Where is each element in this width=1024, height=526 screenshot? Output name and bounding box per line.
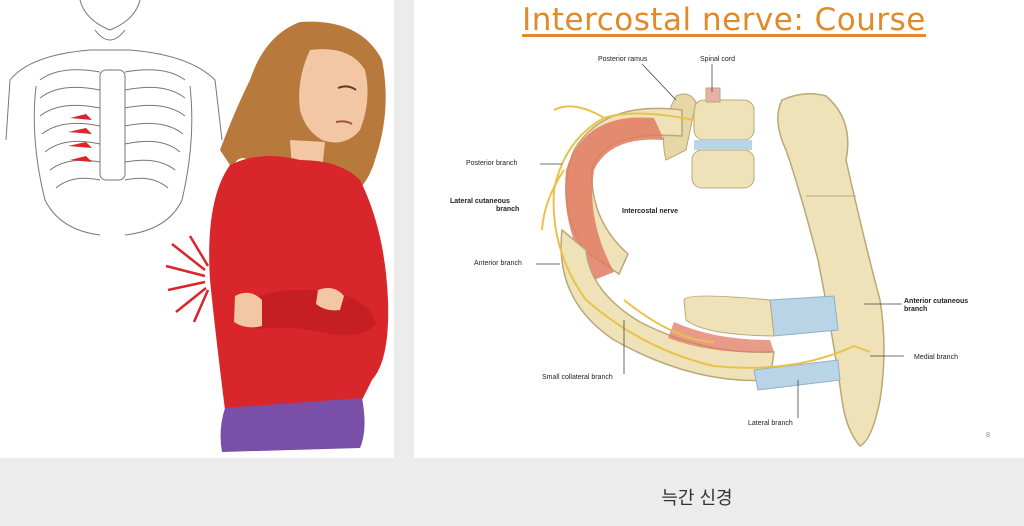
- label-posterior-branch: Posterior branch: [466, 160, 518, 167]
- intercostal-diagram: [536, 63, 904, 447]
- costal-cartilage: [769, 295, 839, 337]
- anatomy-slide: Intercostal nerve: Course Posterior ramu…: [414, 0, 1024, 458]
- purple-pants: [220, 398, 365, 452]
- label-lateral-branch: Lateral branch: [748, 420, 793, 427]
- label-leaders: [536, 63, 904, 418]
- red-shirt: [209, 156, 389, 410]
- label-posterior-ramus: Posterior ramus: [598, 56, 648, 63]
- label-anterior-cutaneous-1: Anterior cutaneous: [904, 298, 969, 305]
- vertebra: [663, 87, 755, 189]
- pain-starburst: [165, 235, 210, 323]
- label-anterior-branch: Anterior branch: [474, 260, 522, 267]
- caption: 늑간 신경: [661, 488, 733, 508]
- woman-illustration: [5, 0, 389, 452]
- label-medial-branch: Medial branch: [914, 354, 958, 361]
- pain-arrows: [68, 114, 92, 162]
- label-anterior-cutaneous-2: branch: [904, 306, 928, 313]
- intercostal-muscle: [565, 117, 664, 280]
- ribcage-sketch: [5, 0, 223, 236]
- page-number: 8: [986, 432, 990, 439]
- slide-title: Intercostal nerve: Course: [522, 2, 926, 38]
- label-lateral-cutaneous-1: Lateral cutaneous: [450, 198, 510, 205]
- face: [299, 49, 368, 143]
- label-lateral-cutaneous-2: branch: [496, 206, 520, 213]
- label-intercostal-nerve: Intercostal nerve: [622, 208, 679, 215]
- sternum: [777, 93, 885, 447]
- label-spinal-cord: Spinal cord: [700, 56, 736, 63]
- label-small-collateral-branch: Small collateral branch: [542, 374, 613, 381]
- illustration-woman-chest-pain: [0, 0, 394, 458]
- intercostal-nerve-path: [541, 105, 871, 369]
